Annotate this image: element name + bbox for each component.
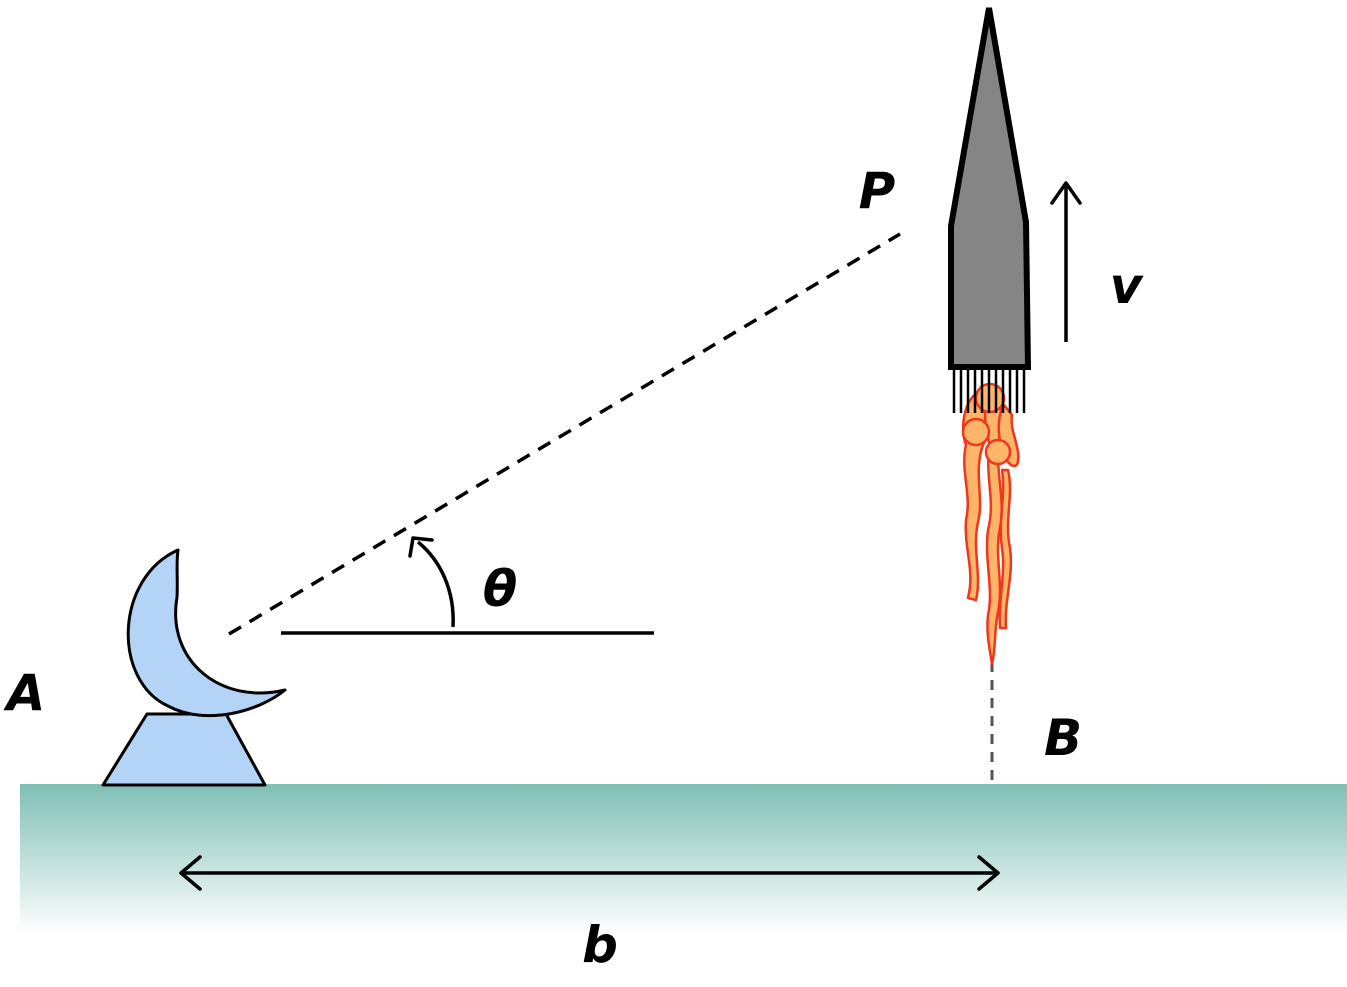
rocket-nozzle: [952, 367, 1026, 413]
label-velocity: v: [1110, 257, 1144, 315]
line-of-sight: [228, 232, 901, 636]
label-distance: b: [582, 916, 618, 974]
radar-stand: [101, 712, 267, 787]
distance-arrow-right-head: [977, 855, 1000, 891]
ground: [20, 784, 1347, 934]
radar-dish: [126, 548, 287, 718]
angle-arc-arrowhead: [408, 536, 434, 558]
label-theta: θ: [483, 560, 517, 618]
angle-arc: [416, 540, 455, 628]
velocity-arrow-head: [1050, 181, 1082, 205]
rocket-flames: [961, 382, 1020, 666]
label-a: A: [3, 664, 46, 722]
label-b: B: [1044, 709, 1082, 767]
label-p: P: [859, 162, 896, 220]
distance-arrow-left-head: [179, 855, 202, 891]
rocket-body: [948, 7, 1032, 370]
